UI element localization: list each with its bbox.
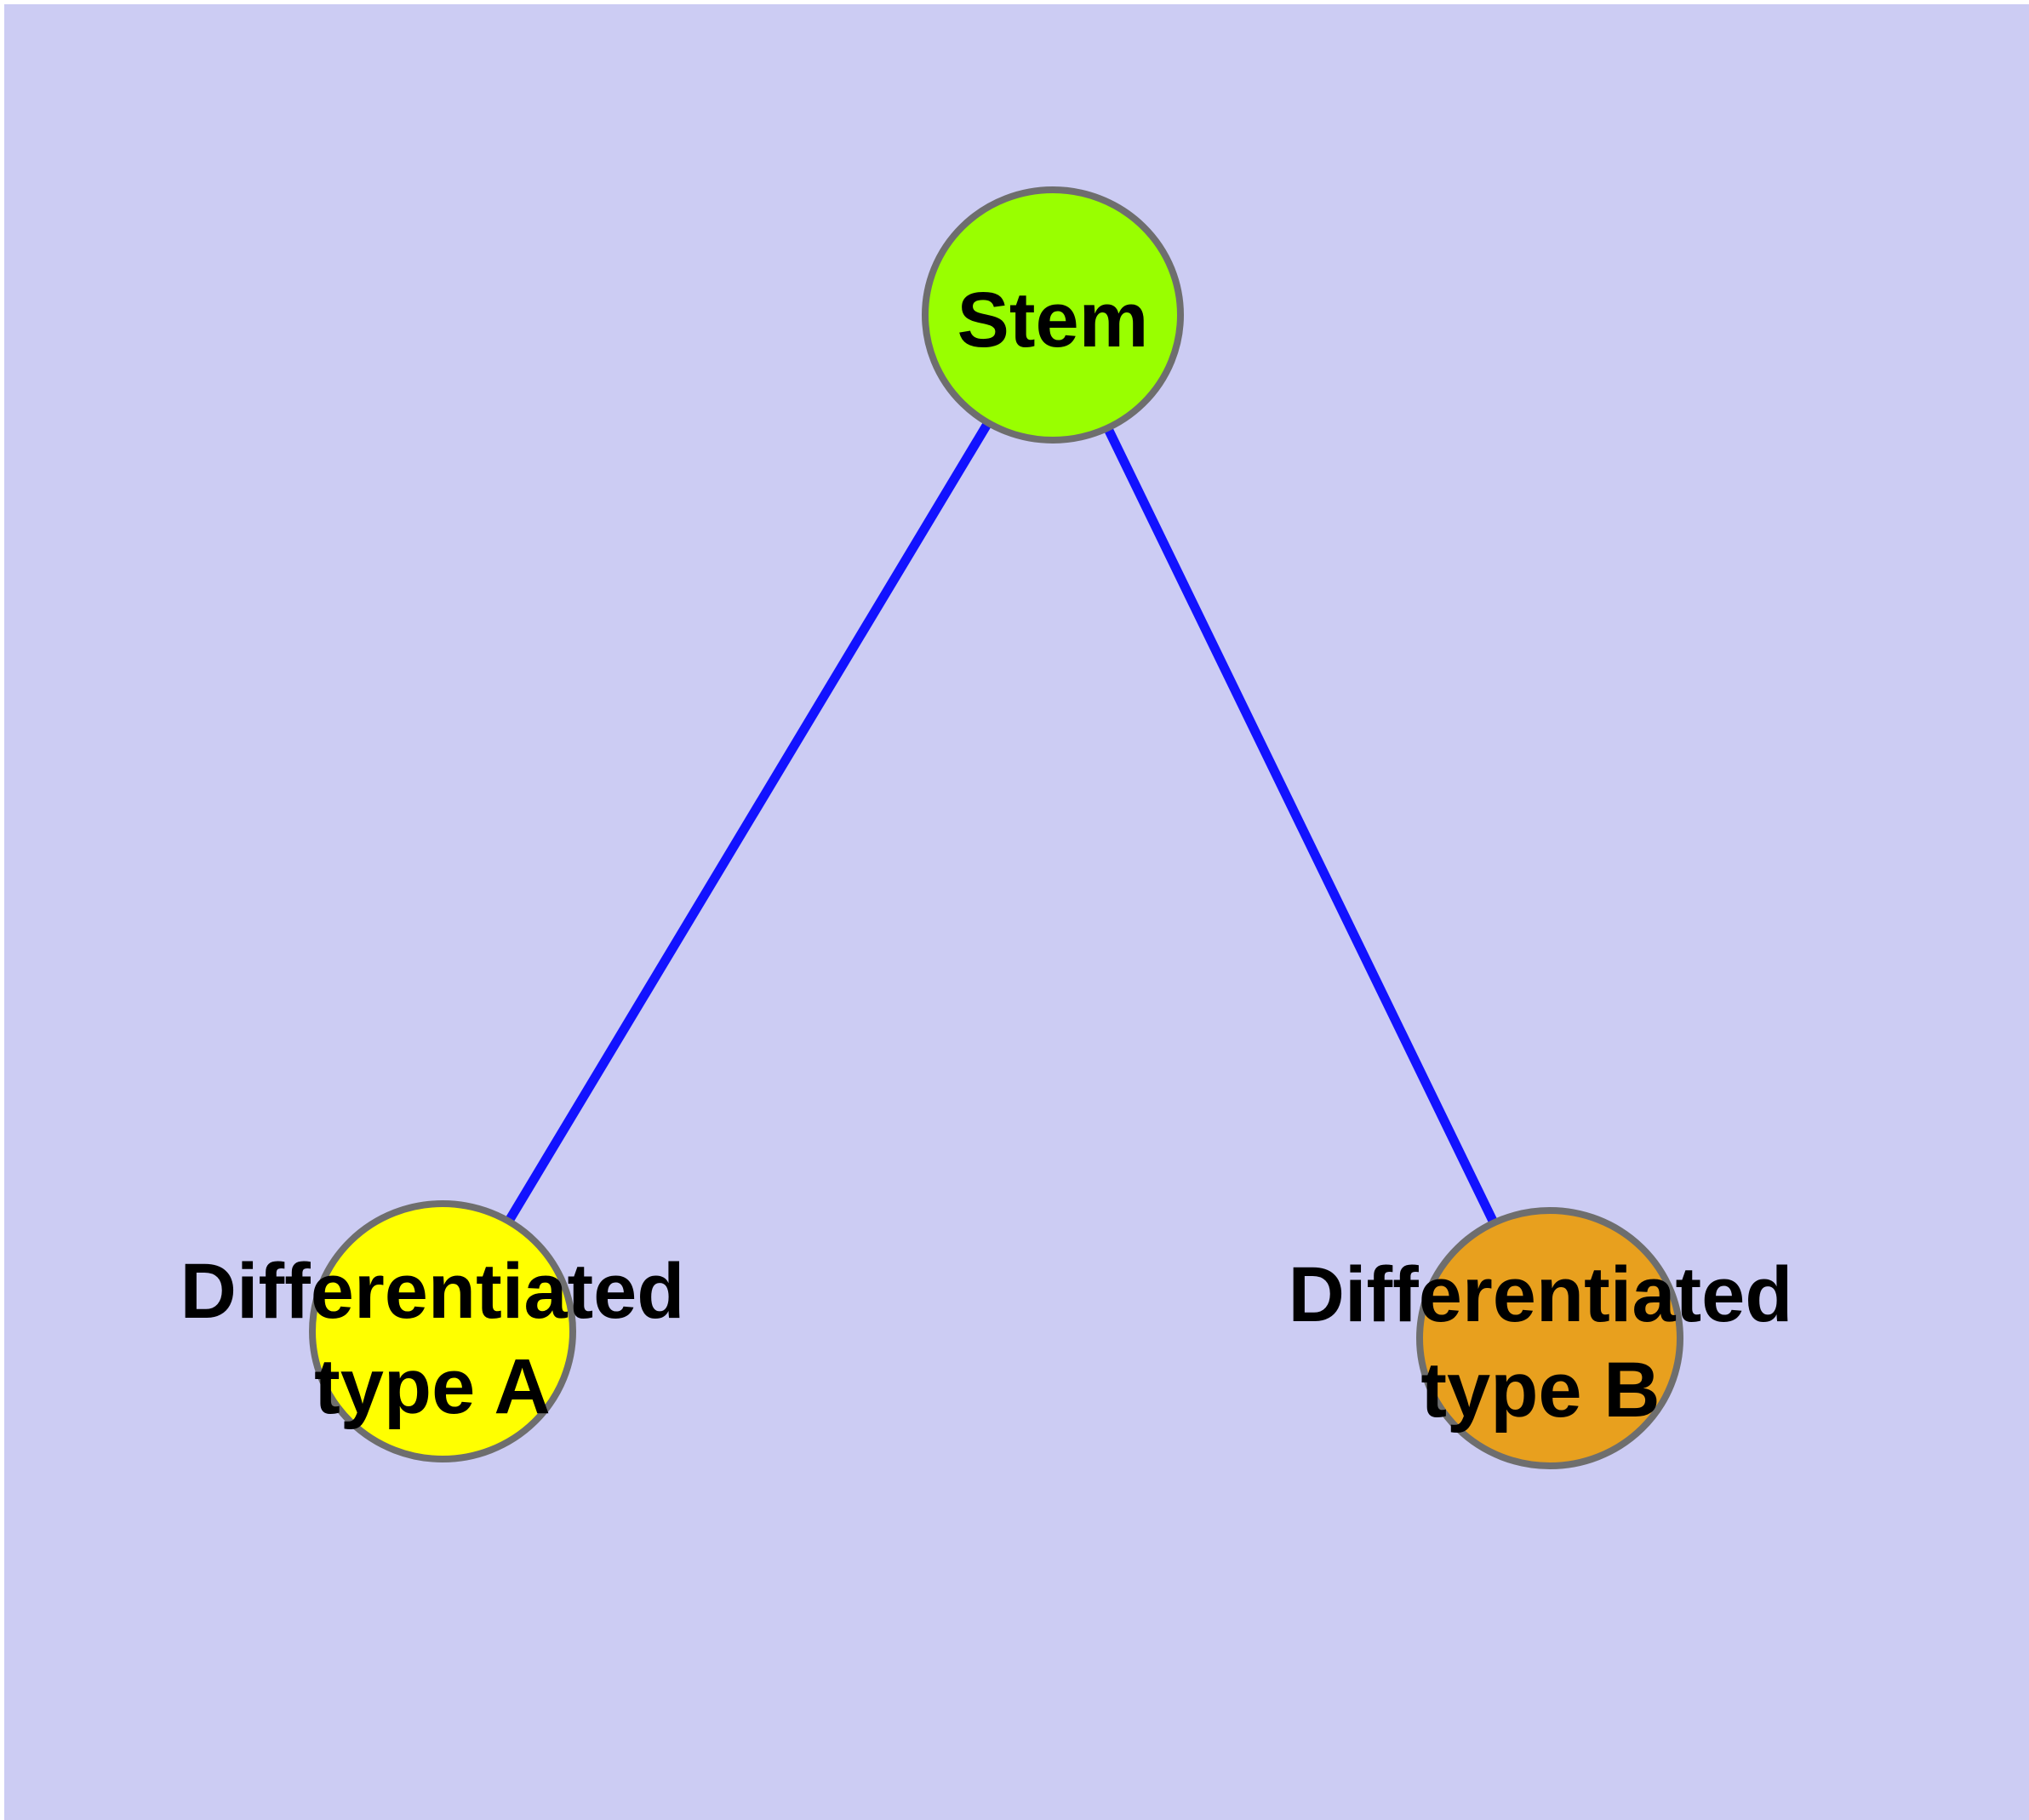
- node-differentiated-type-a[interactable]: [309, 1200, 576, 1462]
- node-stem[interactable]: [922, 186, 1184, 444]
- node-differentiated-type-b-label-line1: Differentiated: [1289, 1251, 1793, 1338]
- node-differentiated-type-a-label-line2: type A: [314, 1343, 551, 1430]
- edge-stem-to-type-a: [438, 312, 1057, 1334]
- node-differentiated-type-a-label-line1: Differentiated: [180, 1248, 685, 1335]
- node-differentiated-type-b[interactable]: [1416, 1207, 1683, 1469]
- node-differentiated-type-b-label-line2: type B: [1420, 1347, 1660, 1434]
- edge-stem-to-type-b: [1049, 312, 1554, 1341]
- node-stem-label: Stem: [957, 277, 1149, 363]
